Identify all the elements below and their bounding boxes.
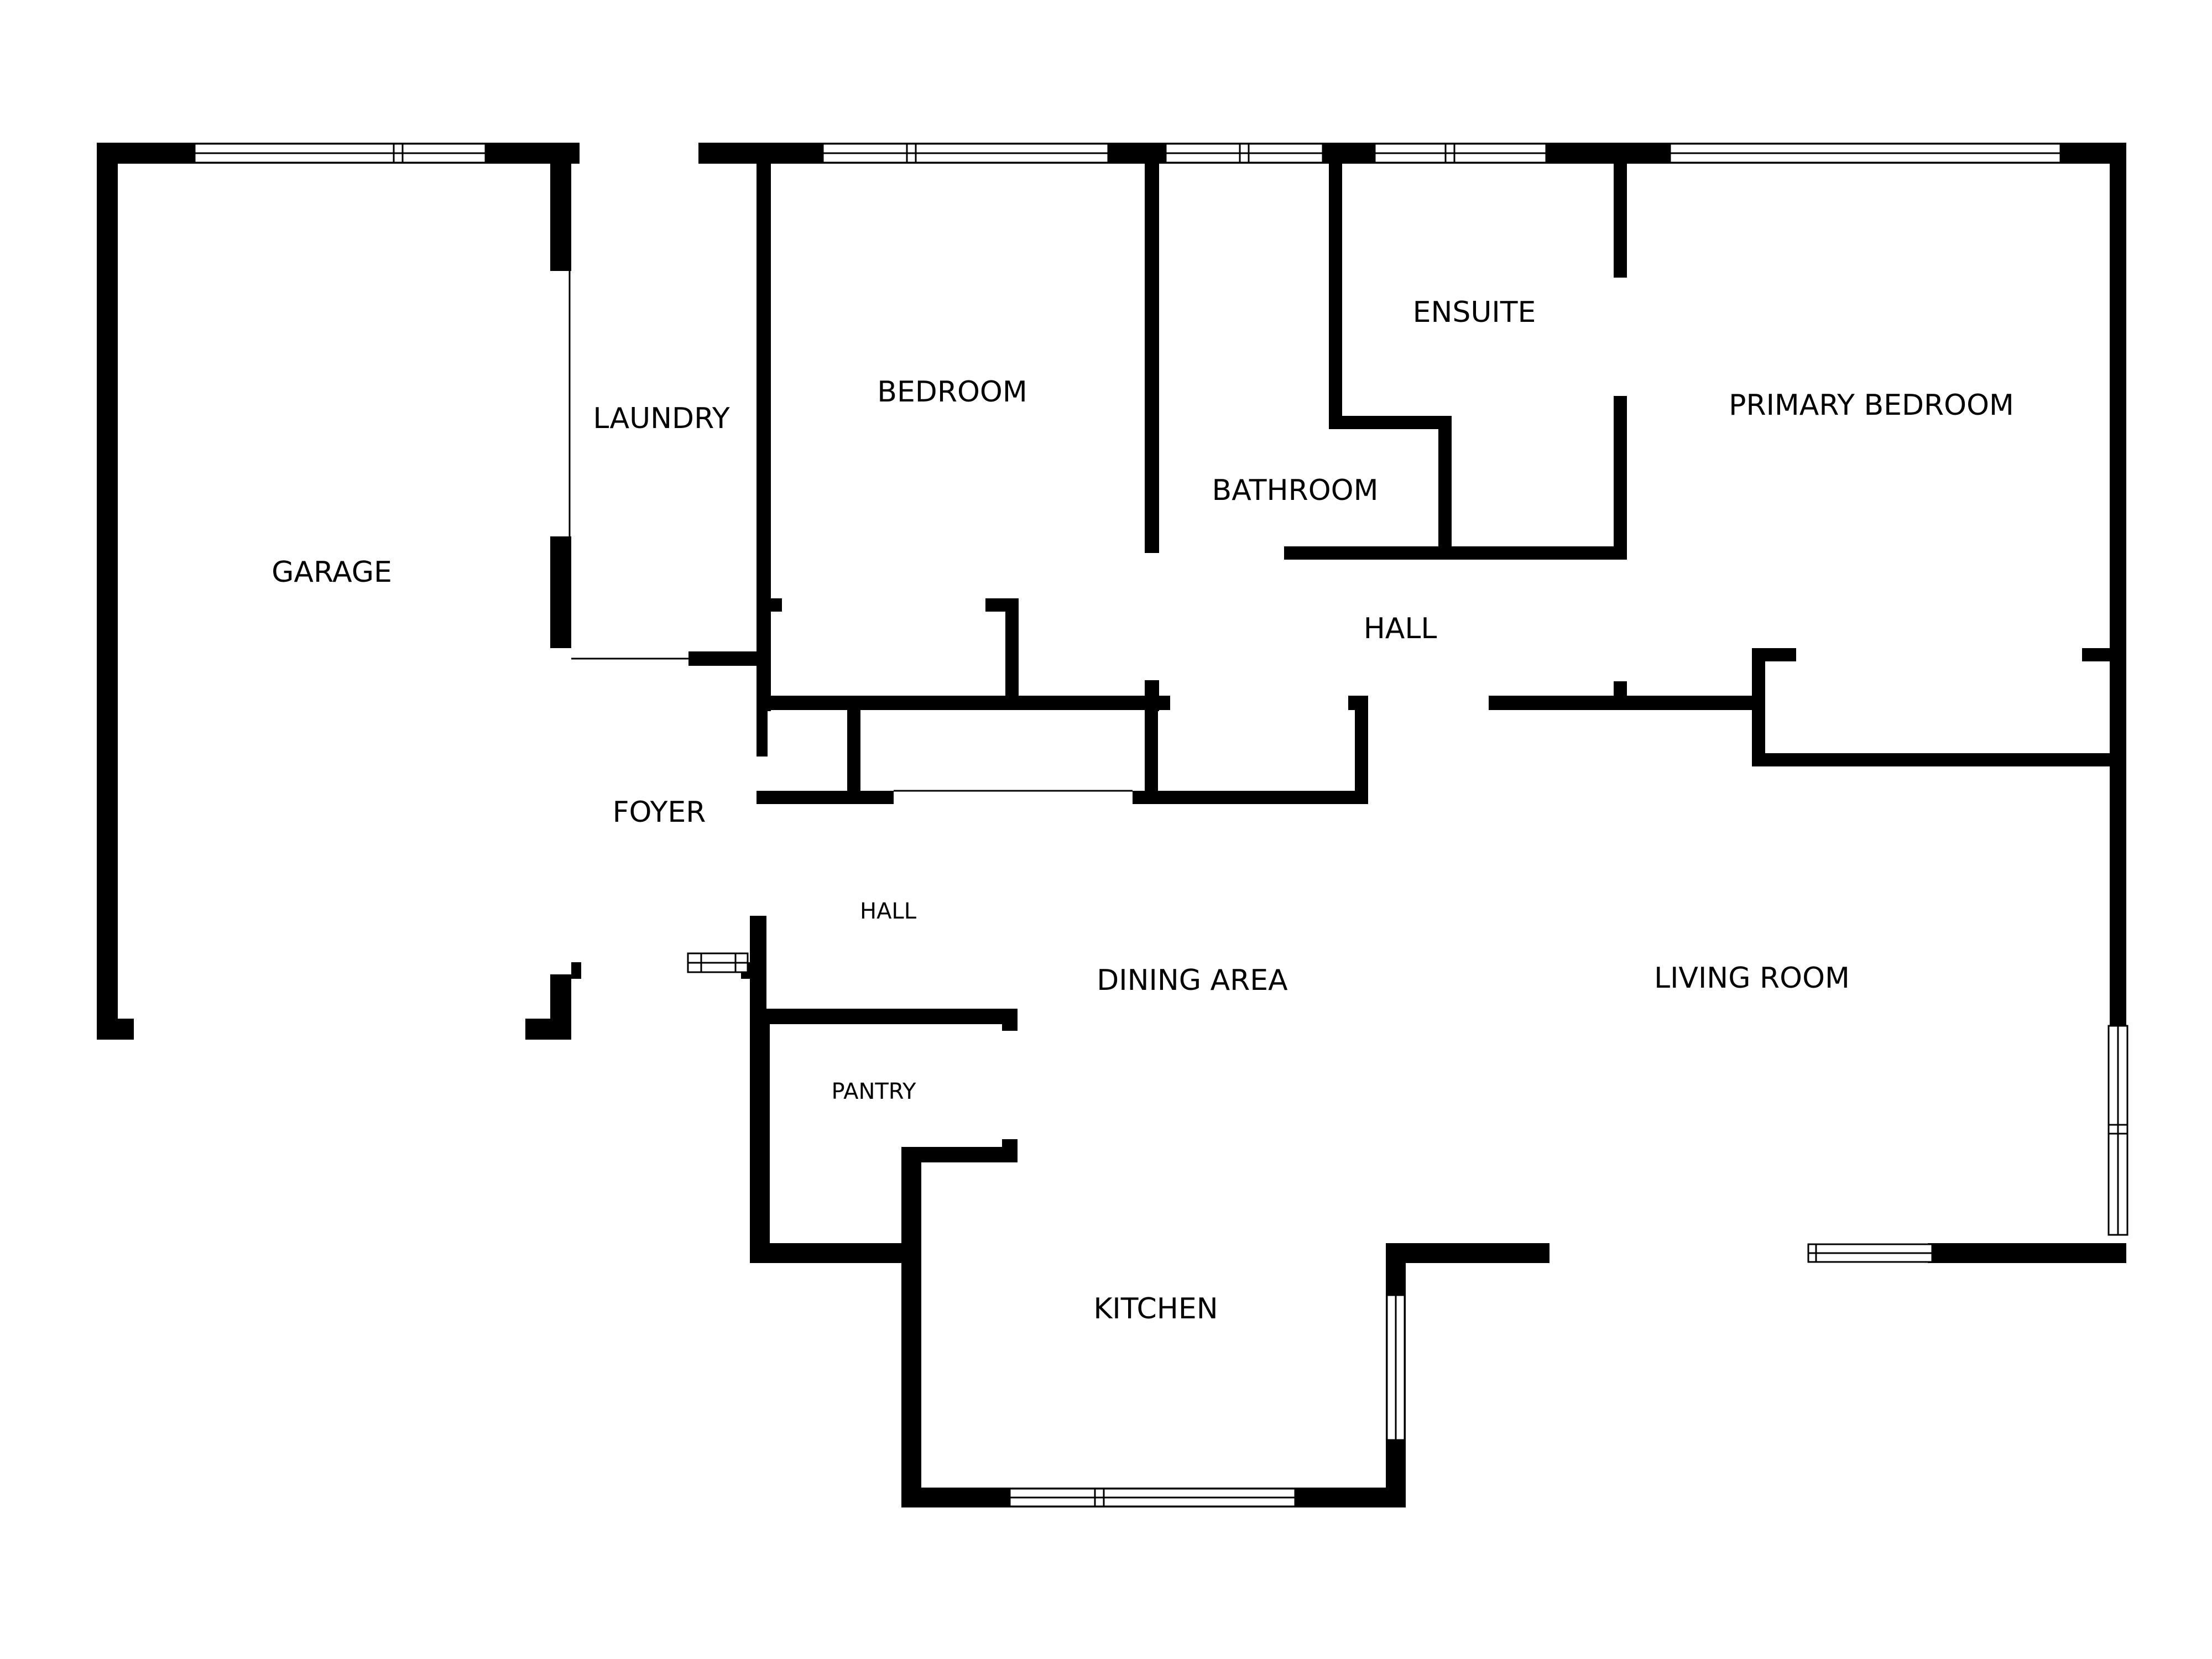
pantry-top-wall bbox=[763, 1009, 1018, 1024]
label-foyer: FOYER bbox=[613, 796, 706, 829]
laundry-bedroom-wall bbox=[757, 164, 771, 711]
living-right-window bbox=[2107, 1025, 2128, 1236]
kitchen-right-window bbox=[1386, 1294, 1406, 1441]
laundry-bottom-wall bbox=[688, 651, 760, 666]
label-living-room: LIVING ROOM bbox=[1654, 962, 1850, 995]
hall-closet-opening bbox=[894, 790, 1133, 805]
ensuite-primary-wall-bottom bbox=[1614, 396, 1627, 560]
ensuite-step-h bbox=[1329, 416, 1452, 429]
bathroom-ensuite-wall bbox=[1329, 164, 1342, 429]
primary-top-window bbox=[1669, 143, 2062, 164]
linen-closet-right bbox=[1355, 696, 1368, 804]
ensuite-top-window bbox=[1374, 143, 1547, 164]
hall-primary-stub bbox=[1614, 681, 1627, 698]
room-labels: GARAGE LAUNDRY BEDROOM BATHROOM ENSUITE … bbox=[272, 296, 2014, 1326]
kitchen-right-top bbox=[1386, 1243, 1550, 1263]
label-hall-upper: HALL bbox=[1364, 612, 1437, 645]
living-bottom-wall bbox=[1928, 1243, 2126, 1263]
label-pantry: PANTRY bbox=[832, 1079, 917, 1104]
label-bedroom: BEDROOM bbox=[877, 375, 1027, 409]
pantry-bottom-wall bbox=[906, 1147, 1018, 1162]
label-primary-bedroom: PRIMARY BEDROOM bbox=[1729, 389, 2014, 422]
garage-foyer-door bbox=[547, 648, 574, 974]
label-garage: GARAGE bbox=[272, 556, 392, 589]
garage-left-wall bbox=[97, 143, 118, 1040]
label-dining-area: DINING AREA bbox=[1097, 964, 1288, 997]
bedroom-bottom-wall bbox=[757, 696, 1159, 710]
label-hall-lower: HALL bbox=[860, 899, 917, 924]
pantry-left-wall bbox=[750, 1009, 770, 1263]
ensuite-step-v bbox=[1438, 416, 1452, 559]
foyer-entry-window bbox=[687, 952, 749, 973]
interior-walls bbox=[571, 143, 2128, 1507]
garage-top-window bbox=[194, 143, 487, 164]
bedroom-top-window bbox=[822, 143, 1109, 164]
primary-closet-bottom bbox=[1752, 753, 2126, 766]
ensuite-primary-wall-top bbox=[1614, 164, 1627, 278]
kitchen-bottom-window bbox=[1009, 1488, 1296, 1507]
pantry-floor-wall bbox=[750, 1243, 921, 1263]
garage-door-opening bbox=[134, 1016, 525, 1041]
hall-bottom-wall-right bbox=[1489, 696, 1752, 710]
hall-closet-bottom bbox=[757, 791, 894, 804]
foyer-bottom-wall bbox=[571, 962, 581, 979]
windows bbox=[194, 143, 2128, 1507]
pantry-right-wall-top bbox=[1002, 1009, 1018, 1031]
bedroom-closet-wall-left bbox=[771, 598, 782, 612]
hall-closet-divider bbox=[847, 702, 860, 804]
linen-closet-bottom bbox=[1133, 791, 1368, 804]
primary-closet-left bbox=[1752, 648, 1765, 766]
label-bathroom: BATHROOM bbox=[1212, 474, 1379, 507]
label-kitchen: KITCHEN bbox=[1093, 1292, 1218, 1326]
foyer-right-wall bbox=[757, 696, 768, 757]
bedroom-closet-wall-v bbox=[1005, 598, 1019, 709]
right-exterior-wall bbox=[2110, 143, 2126, 1027]
bathroom-hall-door bbox=[1144, 553, 1160, 680]
bathroom-bottom-wall bbox=[1284, 546, 1627, 560]
label-laundry: LAUNDRY bbox=[593, 402, 730, 435]
garage-walls bbox=[97, 143, 578, 1041]
laundry-top-opening bbox=[580, 140, 698, 166]
kitchen-left-wall bbox=[901, 1147, 921, 1506]
bathroom-top-window bbox=[1165, 143, 1324, 164]
linen-closet-left bbox=[1145, 696, 1158, 804]
label-ensuite: ENSUITE bbox=[1413, 296, 1536, 329]
living-bottom-window bbox=[1807, 1243, 1933, 1263]
